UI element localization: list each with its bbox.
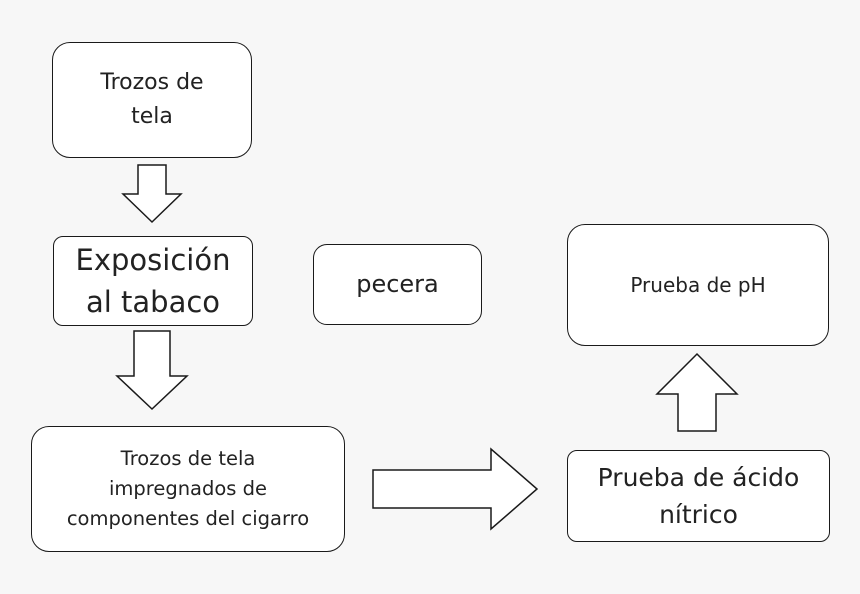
node-pecera: pecera (313, 244, 482, 325)
node-label-line: Prueba de ácido (597, 462, 800, 492)
node-label-line: tela (131, 104, 173, 129)
node-label-line: nítrico (659, 500, 738, 529)
node-exposicion-al-tabaco: Exposición al tabaco (53, 236, 253, 326)
arrow-down-trozos-to-exposicion (121, 164, 183, 224)
arrow-right-impregnados-to-nitrico (372, 447, 539, 531)
arrow-up-nitrico-to-ph (655, 352, 739, 432)
node-label-line: pecera (356, 269, 439, 298)
node-trozos-de-tela: Trozos de tela (52, 42, 252, 158)
node-trozos-impregnados: Trozos de tela impregnados de componente… (31, 426, 345, 552)
arrow-down-exposicion-to-impregnados (115, 330, 189, 411)
node-prueba-de-ph: Prueba de pH (567, 224, 829, 346)
node-prueba-de-acido-nitrico: Prueba de ácido nítrico (567, 450, 830, 542)
node-label-line: componentes del cigarro (66, 507, 310, 531)
node-label-line: Exposición (75, 242, 231, 277)
node-label-line: impregnados de (108, 476, 268, 500)
node-label-line: Trozos de tela (120, 446, 256, 470)
node-label-line: al tabaco (85, 285, 221, 319)
node-label-line: Trozos de (100, 69, 204, 95)
node-label-line: Prueba de pH (630, 273, 766, 297)
